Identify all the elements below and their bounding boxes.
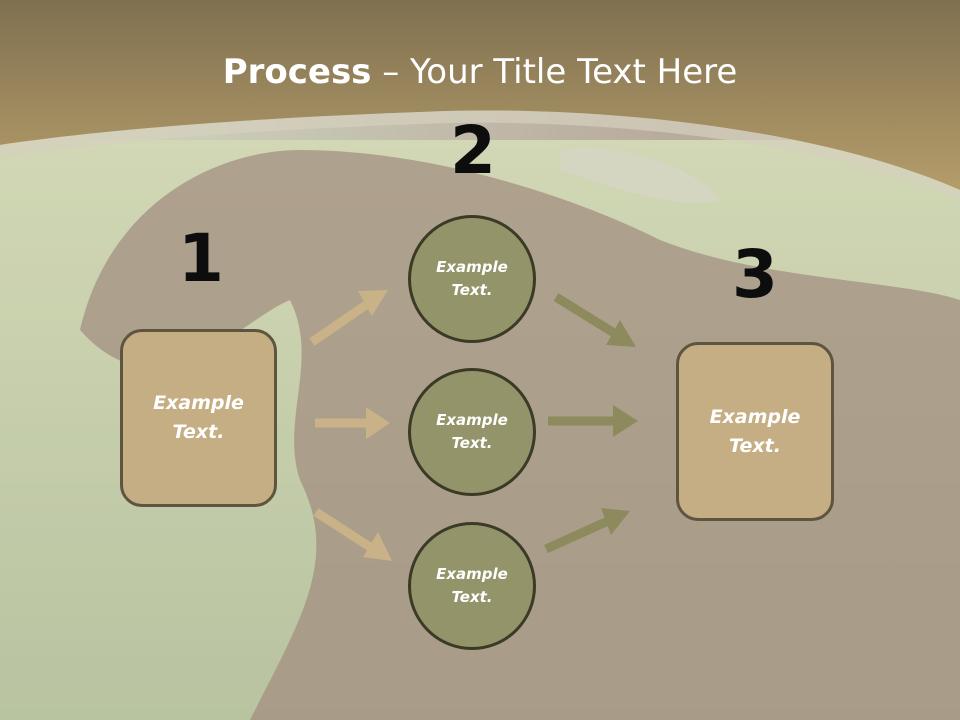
step-3-box: Example Text. [676, 342, 834, 521]
circle-3-text-line2: Text. [451, 588, 493, 606]
step-3-text-line2: Text. [729, 434, 781, 457]
step-1-text-line1: Example [153, 392, 244, 414]
slide-title: Process – Your Title Text Here [0, 52, 960, 92]
circle-2-text-line1: Example [436, 411, 508, 429]
header-band [0, 0, 960, 200]
arrow-from-circle-2 [548, 405, 638, 437]
arrow-to-circle-1 [309, 290, 388, 346]
circle-3-text-line1: Example [436, 565, 508, 583]
step-number-2: 2 [450, 112, 496, 189]
title-rest: – Your Title Text Here [371, 52, 738, 92]
circle-2-text-line2: Text. [451, 434, 493, 452]
step-3-text-line1: Example [709, 405, 801, 428]
arrow-to-circle-2 [315, 407, 390, 439]
step-1-box: Example Text. [120, 329, 277, 507]
step-1-text-line2: Text. [172, 421, 225, 443]
step-2-circle-middle: Example Text. [408, 368, 536, 496]
circle-1-text-line2: Text. [451, 281, 493, 299]
arrow-from-circle-1 [553, 293, 636, 347]
arrow-from-circle-3 [544, 508, 630, 554]
step-2-circle-bottom: Example Text. [408, 522, 536, 650]
title-bold: Process [222, 52, 372, 92]
step-number-1: 1 [178, 220, 224, 297]
step-2-circle-top: Example Text. [408, 215, 536, 343]
circle-1-text-line1: Example [436, 258, 508, 276]
step-number-3: 3 [732, 236, 778, 313]
arrow-to-circle-3 [313, 508, 392, 561]
